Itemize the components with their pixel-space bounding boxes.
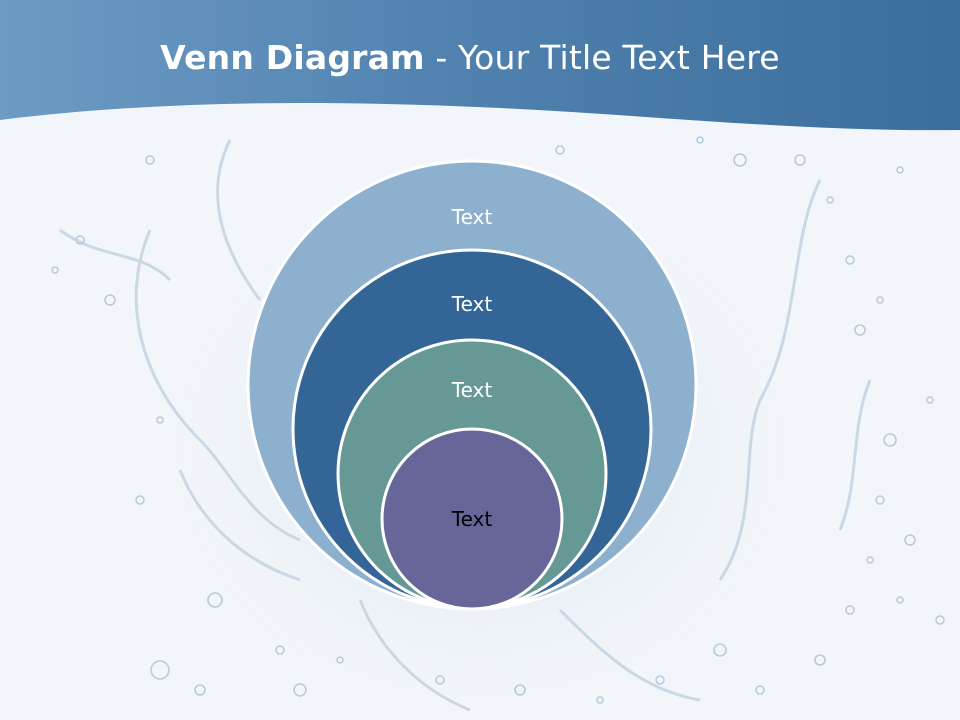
slide-title-bold: Venn Diagram — [160, 38, 425, 77]
slide-title-separator: - — [424, 38, 459, 77]
ring-third-label: Text — [451, 378, 493, 402]
nested-venn-diagram: Text Text Text Text — [246, 159, 698, 611]
ring-inner — [380, 427, 564, 611]
ring-outer-label: Text — [451, 205, 493, 229]
ring-second-label: Text — [451, 292, 493, 316]
water-droplets — [51, 136, 945, 704]
ring-inner-label: Text — [451, 507, 493, 531]
slide-title-rest: Your Title Text Here — [458, 38, 780, 77]
slide-title: Venn Diagram - Your Title Text Here — [0, 38, 940, 77]
header-band — [0, 0, 960, 131]
